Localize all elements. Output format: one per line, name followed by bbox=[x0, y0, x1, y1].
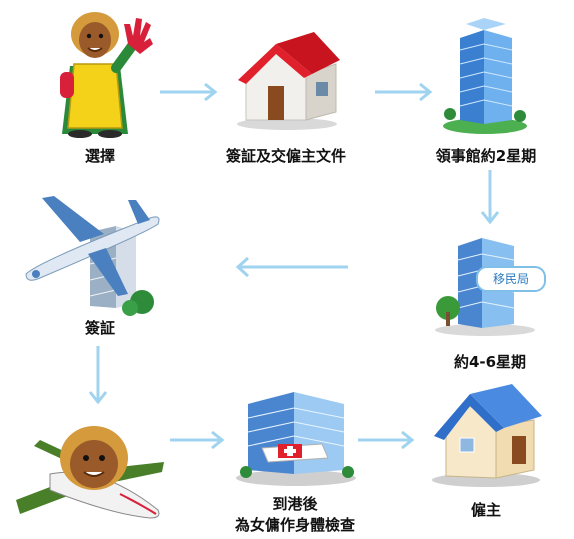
blue-roof-house-icon bbox=[432, 384, 542, 487]
step-visa-docs-label: 簽証及交僱主文件 bbox=[225, 147, 346, 165]
step-employer bbox=[426, 376, 546, 488]
step-employer-label: 僱主 bbox=[470, 501, 501, 519]
airplane-building-icon bbox=[25, 196, 160, 316]
step-select-label: 選擇 bbox=[84, 147, 115, 165]
maid-waving-icon bbox=[60, 12, 153, 138]
arrow-right-icon bbox=[358, 430, 415, 450]
step-arrive-label-1: 到港後 bbox=[272, 495, 318, 513]
immigration-sign-label: 移民局 bbox=[492, 272, 529, 286]
arrow-down-icon bbox=[88, 346, 108, 405]
house-icon bbox=[237, 32, 340, 130]
step-immigration: 移民局 bbox=[430, 232, 550, 337]
hospital-icon bbox=[236, 392, 356, 486]
step-arrive-label-2: 為女傭作身體檢查 bbox=[234, 516, 355, 534]
step-flight bbox=[10, 414, 170, 526]
arrow-right-icon bbox=[375, 82, 433, 102]
step-visa bbox=[18, 192, 168, 318]
arrow-right-icon bbox=[170, 430, 225, 450]
arrow-right-icon bbox=[160, 82, 218, 102]
office-tower-icon bbox=[443, 18, 527, 134]
maid-airplane-icon bbox=[16, 426, 164, 519]
step-arrive bbox=[232, 386, 362, 488]
step-immigration-wait-label: 約4-6星期 bbox=[453, 353, 527, 371]
step-select bbox=[50, 6, 160, 138]
step-consulate-label: 領事館約2星期 bbox=[435, 147, 537, 165]
arrow-left-icon bbox=[235, 256, 348, 278]
step-visa-label: 簽証 bbox=[84, 319, 115, 337]
immigration-sign: 移民局 bbox=[476, 266, 546, 292]
step-consulate bbox=[440, 10, 530, 135]
arrow-down-icon bbox=[480, 170, 500, 225]
step-visa-docs bbox=[232, 30, 342, 130]
